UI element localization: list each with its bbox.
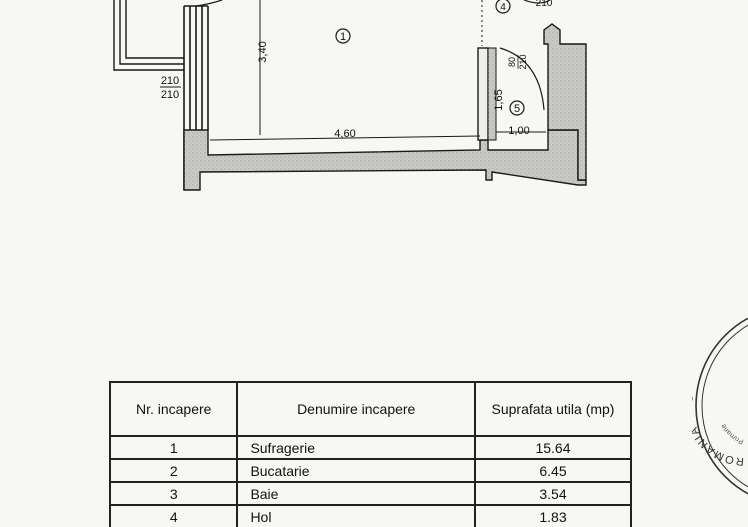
floor-plan: 1 4 5 3,40 4,60 1,00 1,65 210 210 210 80… (113, 0, 587, 191)
door-label-inner: 80 210 (507, 54, 528, 69)
stamp-outer-ring (695, 318, 748, 495)
table-row: 3 Baie 3.54 (108, 481, 632, 506)
door-label-left: 210 210 (160, 75, 181, 101)
room-marker-1-label: 1 (340, 31, 346, 43)
stamp-inner-ring (701, 324, 748, 488)
cell-nr: 4 (108, 504, 239, 527)
dim-width-main: 4,60 (334, 128, 355, 140)
dim-width-small: 1,00 (508, 125, 529, 137)
table-row: 1 Sufragerie 15.64 (108, 435, 632, 460)
door-inner-width: 80 (507, 57, 517, 67)
door-inner-height: 210 (518, 54, 528, 69)
official-stamp: ROMANIA · PU Primarie (692, 318, 748, 495)
dim-height-main: 3,40 (257, 41, 269, 62)
stamp-subtext: Primarie (720, 422, 745, 444)
right-wall (543, 23, 587, 181)
balcony-outline (113, 0, 184, 71)
cell-name: Bucatarie (236, 458, 476, 483)
room-marker-4-label: 4 (500, 2, 506, 13)
cell-name: Hol (236, 504, 476, 527)
room-area-table: Nr. incapere Denumire incapere Suprafata… (108, 381, 632, 527)
door-swings (195, 0, 551, 111)
dim-height-small: 1,65 (493, 89, 505, 110)
table-header-row: Nr. incapere Denumire incapere Suprafata… (108, 381, 632, 437)
header-name: Denumire incapere (236, 381, 476, 437)
table-row: 2 Bucatarie 6.45 (108, 458, 632, 483)
door-left-width: 210 (161, 75, 179, 87)
cell-name: Baie (236, 481, 476, 506)
cell-name: Sufragerie (236, 435, 476, 460)
cell-area: 6.45 (474, 458, 632, 483)
cell-nr: 2 (108, 458, 239, 483)
room-marker-4: 4 (495, 0, 511, 14)
dimension-lines (209, 0, 546, 141)
room-marker-5: 5 (509, 100, 525, 116)
header-area: Suprafata utila (mp) (474, 381, 632, 437)
cell-nr: 3 (108, 481, 239, 506)
header-nr: Nr. incapere (108, 381, 239, 437)
stamp-text: ROMANIA · PU (692, 392, 744, 467)
room-marker-1: 1 (335, 28, 351, 44)
door-left-height: 210 (161, 89, 179, 101)
cell-area: 1.83 (474, 504, 632, 527)
cell-nr: 1 (108, 435, 239, 460)
room-marker-5-label: 5 (514, 103, 520, 115)
table-row: 4 Hol 1.83 (108, 504, 632, 527)
cell-area: 15.64 (474, 435, 632, 460)
door-top-right-height: 210 (536, 0, 553, 9)
cell-area: 3.54 (474, 481, 632, 506)
